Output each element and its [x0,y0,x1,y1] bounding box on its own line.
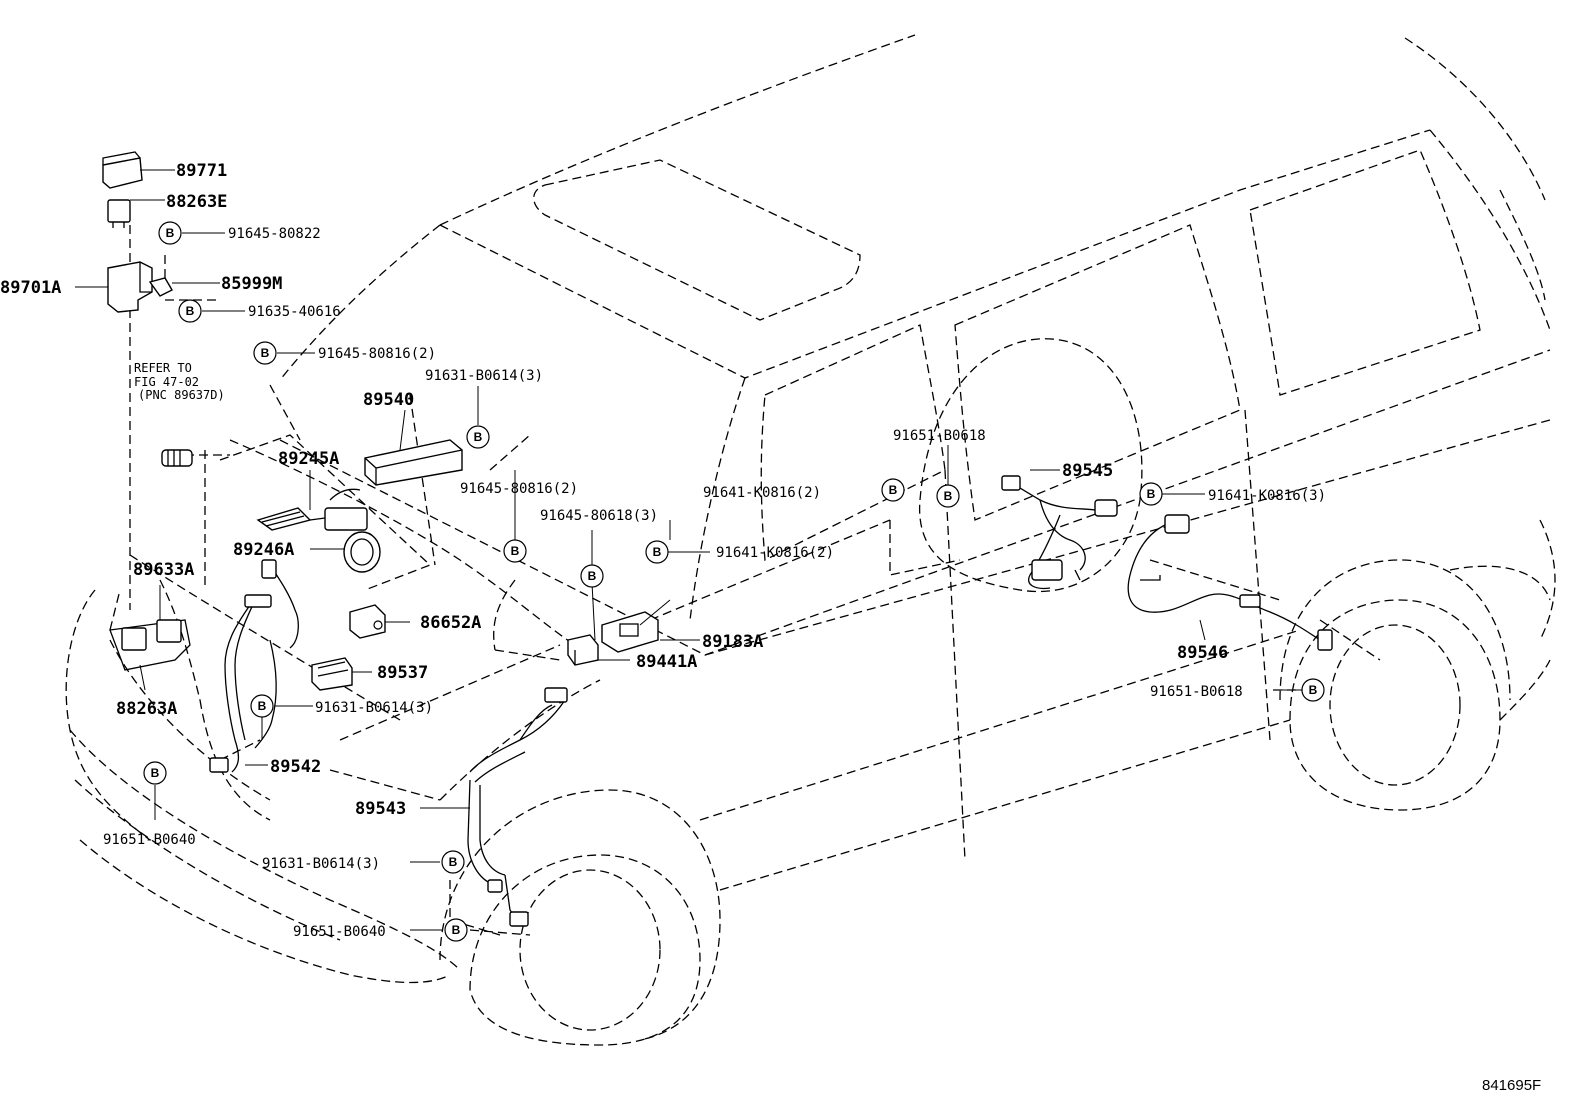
bolt-icon: B [936,484,960,508]
harness-89546-icon [1127,514,1333,651]
label-89245A: 89245A [278,449,339,469]
label-91641-K0816-2-lower: 91641-K0816(2) [716,545,834,561]
bolt-icon: B [143,761,167,785]
label-89183A: 89183A [702,632,763,652]
ring-89246A-icon [343,531,381,573]
bracket-89701A-icon [107,261,153,313]
part-labels: 89771 88263E 91645-80822 89701A 85999M 9… [0,161,1541,1094]
label-86652A: 86652A [420,613,481,633]
label-91635-40616: 91635-40616 [248,304,341,320]
bolt-icon: B [881,478,905,502]
label-91631-B0614-3-upper: 91631-B0614(3) [425,368,543,384]
label-91645-80822: 91645-80822 [228,226,321,242]
label-91631-B0614-3-mid: 91631-B0614(3) [315,700,433,716]
svg-text:B: B [261,346,270,360]
bolt-icon: B [441,850,465,874]
figure-id: 841695F [1482,1077,1541,1094]
svg-text:B: B [452,923,461,937]
bolt-icon: B [444,918,468,942]
relay-89771-icon [102,151,143,189]
leader-lines [75,169,1302,931]
label-91645-80816-2-upper: 91645-80816(2) [318,346,436,362]
label-91651-B0618-lower: 91651-B0618 [1150,684,1243,700]
harness-89543-icon [467,687,568,927]
svg-text:B: B [511,544,520,558]
label-89441A: 89441A [636,652,697,672]
bolt-icon: B [1139,482,1163,506]
svg-text:B: B [653,545,662,559]
bolt-icon: B [503,539,527,563]
ecu-89540-icon [329,439,463,501]
refer-note-line1: REFER TO [134,361,192,375]
svg-text:B: B [151,766,160,780]
sensor-89245A-icon [256,507,368,531]
label-91641-K0816-3: 91641-K0816(3) [1208,488,1326,504]
label-91651-B0640-lower: 91651-B0640 [293,924,386,940]
bolt-icon: B [253,341,277,365]
label-91631-B0614-3-lower: 91631-B0614(3) [262,856,380,872]
label-91651-B0618-upper: 91651-B0618 [893,428,986,444]
svg-text:B: B [186,304,195,318]
svg-text:B: B [1309,683,1318,697]
harness-89545-icon [1001,475,1118,590]
vehicle-outline [65,34,1556,1046]
relay-bracket-89633A-icon [109,619,191,671]
bolt-icon: B [1301,678,1325,702]
label-88263A: 88263A [116,699,177,719]
bolt-icon: B [466,425,490,449]
bolt-icon: B [580,564,604,588]
svg-text:B: B [944,489,953,503]
svg-text:B: B [474,430,483,444]
bolt-icon: B [158,221,182,245]
label-89771: 89771 [176,161,227,181]
part-drawings [102,151,1333,927]
svg-text:B: B [449,855,458,869]
relay-89537-icon [311,657,353,691]
label-89633A: 89633A [133,560,194,580]
refer-note-line2: FIG 47-02 [134,375,199,389]
label-89540: 89540 [363,390,414,410]
harness-89542-icon [209,559,299,773]
svg-text:B: B [166,226,175,240]
label-89542: 89542 [270,757,321,777]
label-91645-80816-2-mid: 91645-80816(2) [460,481,578,497]
label-85999M: 85999M [221,274,282,294]
bolt-symbols: B B B B B B B B B B B B B B B [143,221,1325,942]
relay-88263E-icon [107,199,131,228]
label-89545: 89545 [1062,461,1113,481]
relay-86652A-icon [349,604,386,639]
bolt-icon: B [645,540,669,564]
svg-text:B: B [1147,487,1156,501]
svg-text:B: B [258,699,267,713]
label-89537: 89537 [377,663,428,683]
label-89543: 89543 [355,799,406,819]
label-89246A: 89246A [233,540,294,560]
svg-text:B: B [889,483,898,497]
bolt-icon: B [250,694,274,718]
pressure-switch-icon [161,449,193,467]
label-91641-K0816-2-upper: 91641-K0816(2) [703,485,821,501]
label-89701A: 89701A [0,278,61,298]
label-89546: 89546 [1177,643,1228,663]
sensor-89183A-icon [601,611,659,653]
clip-85999M-icon [148,277,173,297]
label-88263E: 88263E [166,192,227,212]
bolt-icon: B [178,299,202,323]
label-91651-B0640-left: 91651-B0640 [103,832,196,848]
sensor-89441A-icon [567,634,599,666]
svg-text:B: B [588,569,597,583]
label-91645-80618-3: 91645-80618(3) [540,508,658,524]
refer-note-line3: (PNC 89637D) [138,388,225,402]
